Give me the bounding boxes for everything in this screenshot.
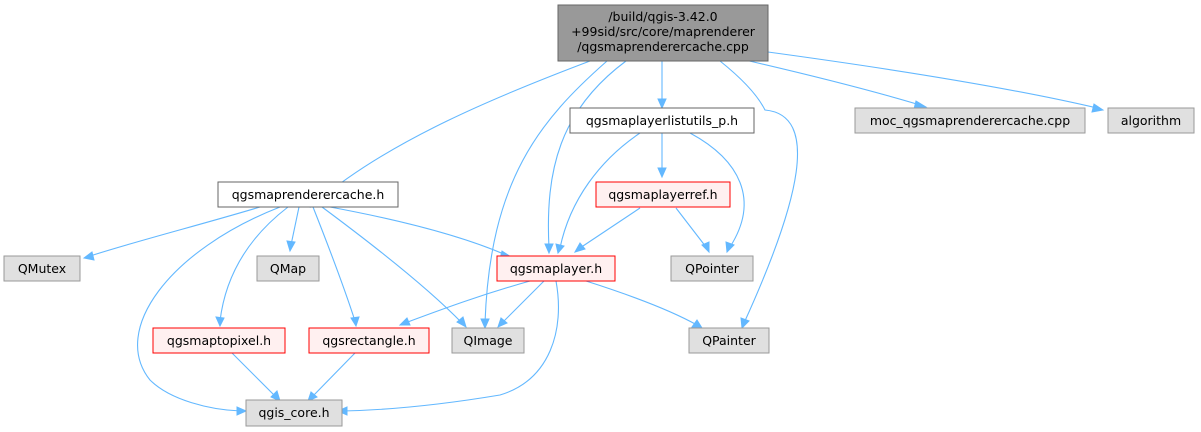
arrowhead [701, 241, 710, 254]
arrowhead [307, 391, 318, 402]
arrowhead [236, 406, 248, 416]
edge-maprenderercache-to-qimage [321, 206, 463, 324]
node-label: QMutex [18, 261, 66, 276]
edge-maprenderercache-to-qmutex [89, 206, 261, 257]
node-label: qgsmaplayerref.h [608, 187, 717, 202]
node-qgsrectangle-h[interactable]: qgsrectangle.h [308, 327, 430, 354]
node-qmutex: QMutex [3, 255, 81, 282]
edge-maplayerlistutils-to-maplayer [559, 132, 641, 249]
arrowhead [1091, 103, 1105, 113]
node-qpainter: QPainter [688, 327, 770, 354]
node-label: qgsmaprenderercache.h [232, 187, 385, 202]
arrowhead [286, 240, 296, 253]
arrowhead [555, 243, 565, 255]
node-qimage: QImage [451, 327, 525, 354]
arrowhead [725, 241, 735, 254]
node-label: algorithm [1121, 113, 1181, 128]
node-label: QMap [270, 261, 306, 276]
arrowhead [657, 167, 667, 179]
arrowhead [456, 316, 467, 329]
arrowhead [544, 243, 554, 255]
node-label: qgsrectangle.h [322, 333, 415, 348]
node-label: qgsmaplayer.h [510, 261, 602, 276]
edge-maptopixel-to-qgis-core [231, 352, 277, 398]
node-root-file: /build/qgis-3.42.0 +99sid/src/core/mapre… [557, 4, 769, 62]
node-label: QImage [464, 333, 513, 348]
root-path-line-3: /qgsmaprenderercache.cpp [577, 39, 749, 54]
arrowhead [740, 317, 750, 330]
node-qgsmaplayer-h[interactable]: qgsmaplayer.h [496, 255, 616, 282]
edge-root-to-maprenderercache-h [317, 60, 591, 202]
edge-maplayer-to-rectangle [404, 280, 531, 324]
edge-root-to-qpainter [719, 60, 799, 324]
node-label: moc_qgsmaprenderercache.cpp [870, 113, 1070, 128]
node-label: qgsmaplayerlistutils_p.h [586, 113, 738, 128]
edge-root-to-maplayer-h [547, 60, 627, 249]
edge-maprenderercache-to-maptopixel [219, 206, 289, 322]
edge-maprenderercache-to-maplayer [329, 206, 507, 256]
node-qpointer: QPointer [670, 255, 754, 282]
node-label: QPainter [702, 333, 756, 348]
node-algorithm: algorithm [1107, 107, 1195, 134]
node-qgsmaprenderercache-h[interactable]: qgsmaprenderercache.h [217, 181, 399, 208]
arrowhead [215, 316, 225, 328]
node-qgsmaptopixel-h[interactable]: qgsmaptopixel.h [152, 327, 286, 354]
arrowhead [350, 316, 360, 328]
edge-rectangle-to-qgis-core [311, 352, 356, 398]
node-label: qgis_core.h [258, 405, 329, 420]
node-qgis-core-h: qgis_core.h [245, 399, 343, 427]
edge-maplayerlistutils-to-qpointer [689, 132, 745, 248]
root-path-line-2: +99sid/src/core/maprenderer [571, 24, 756, 39]
edge-root-to-algorithm [767, 51, 1098, 109]
arrowhead [573, 242, 586, 253]
arrowhead [497, 317, 508, 328]
arrowhead [82, 251, 95, 261]
node-maplayerlistutils-p-h[interactable]: qgsmaplayerlistutils_p.h [569, 107, 755, 134]
root-path-line-1: /build/qgis-3.42.0 [608, 9, 717, 24]
node-label: qgsmaptopixel.h [167, 333, 271, 348]
edge-root-to-moc-cpp [744, 59, 921, 106]
edge-maplayer-to-qimage [501, 280, 545, 324]
node-moc-qgsmaprenderercache-cpp: moc_qgsmaprenderercache.cpp [854, 107, 1086, 134]
edge-maprenderercache-to-qgis-core [137, 206, 281, 412]
arrowhead [398, 317, 411, 326]
edge-maprenderercache-to-qmap [290, 206, 300, 246]
edge-root-to-qimage [484, 60, 608, 324]
node-qmap: QMap [256, 255, 320, 282]
edge-maplayerref-to-maplayer [579, 207, 641, 249]
edge-maplayer-to-qpainter [585, 280, 698, 326]
node-qgsmaplayerref-h[interactable]: qgsmaplayerref.h [595, 181, 731, 208]
arrowhead [657, 98, 667, 110]
edge-maplayerref-to-qpointer [675, 207, 707, 248]
arrowhead [270, 390, 281, 402]
arrowhead [691, 319, 703, 329]
edge-maplayer-to-qgis-core [342, 280, 559, 412]
edge-maprenderercache-to-rectangle [312, 206, 356, 322]
node-label: QPointer [685, 261, 740, 276]
arrowhead [480, 318, 490, 330]
